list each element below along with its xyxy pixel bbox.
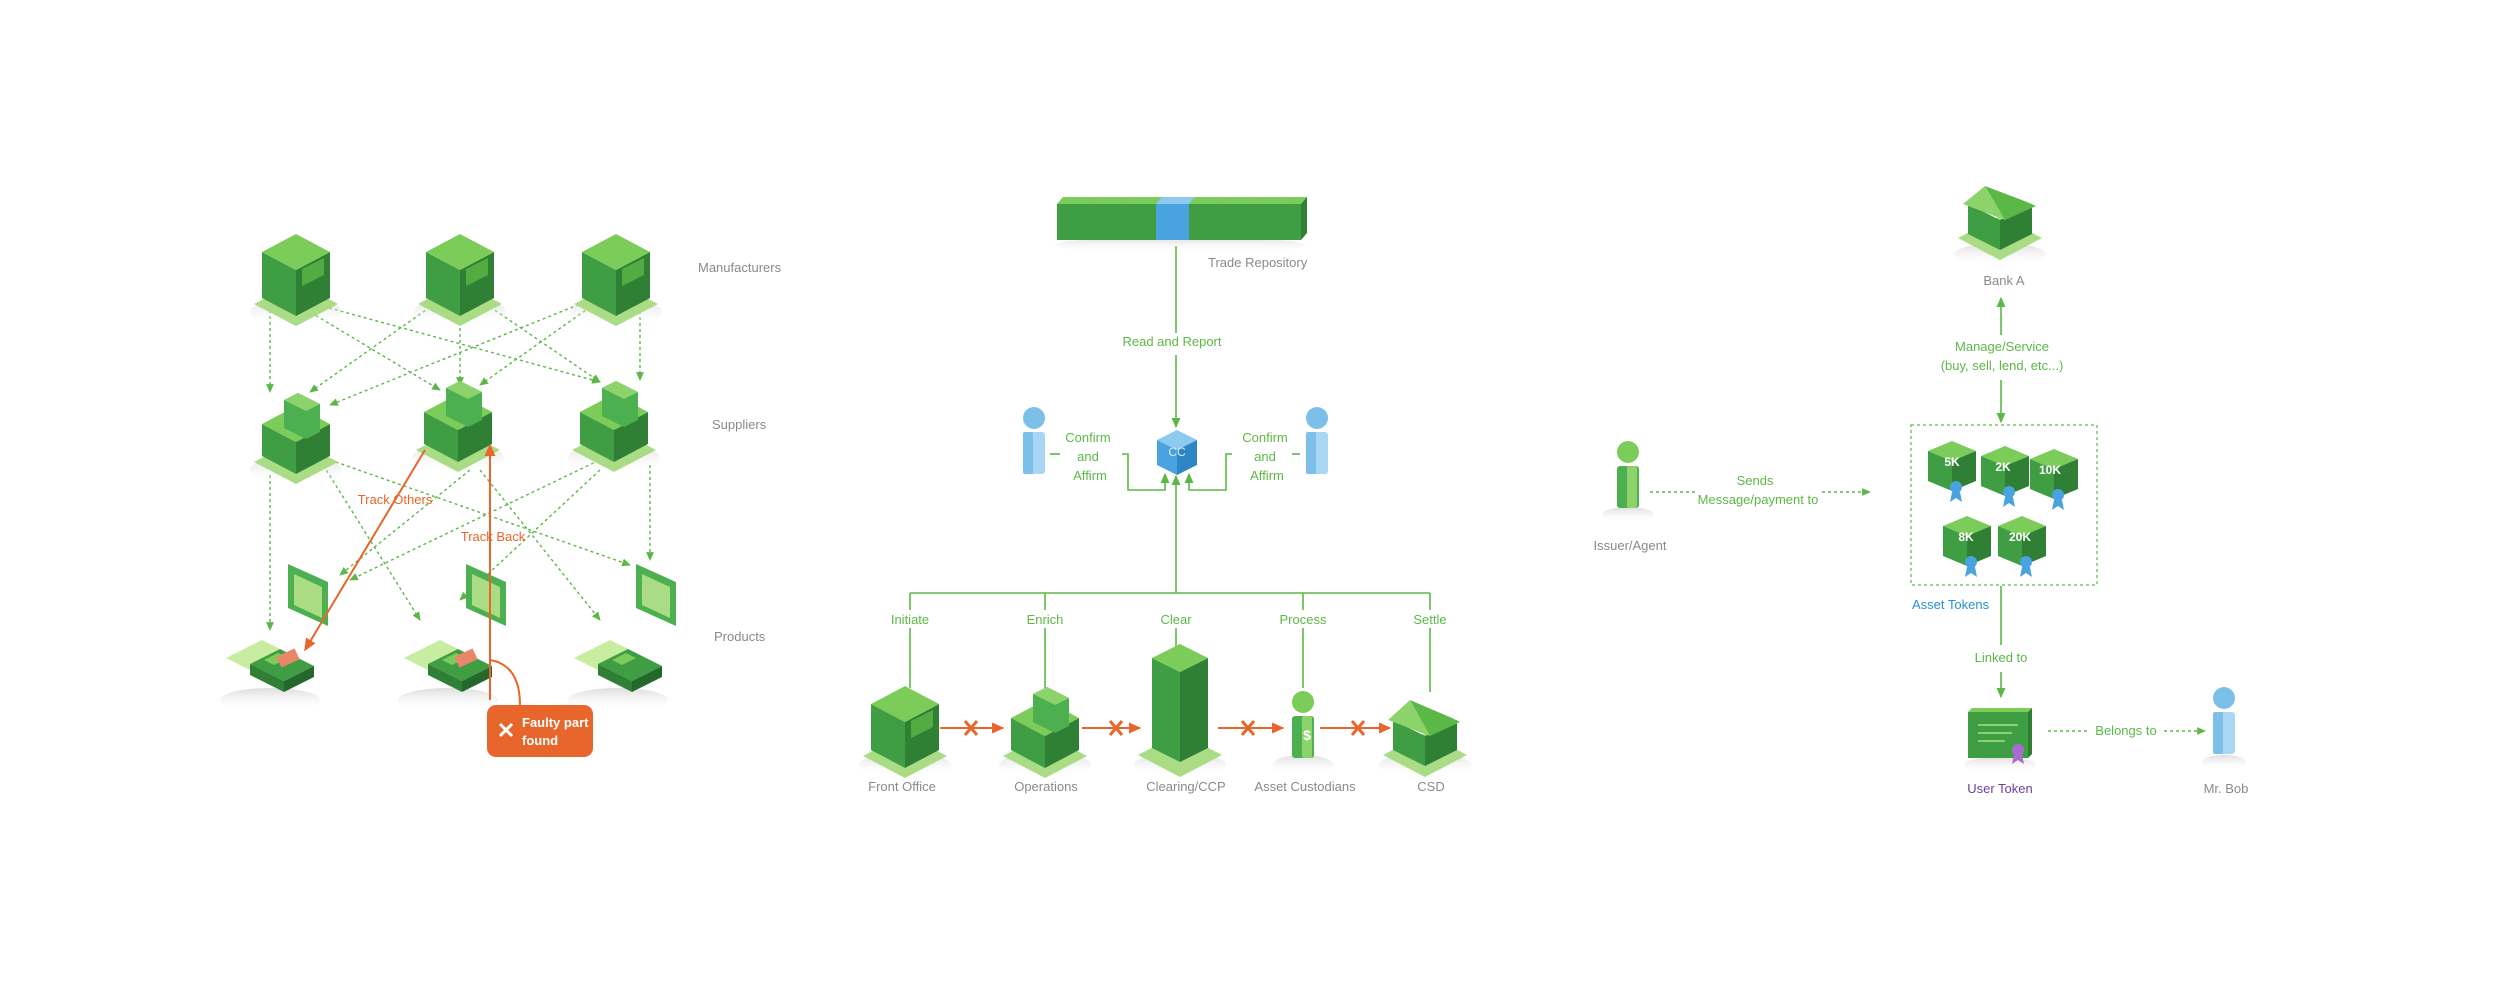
track-others-arrow — [304, 449, 426, 652]
svg-text:8K: 8K — [1958, 530, 1974, 544]
read-report-label: Read and Report — [1122, 334, 1221, 349]
belongs-label: Belongs to — [2095, 723, 2156, 738]
token-2k: 2K — [1981, 446, 2029, 507]
cc-hub-label: CC — [1168, 445, 1186, 459]
manufacturer-3 — [570, 234, 662, 326]
manufacturer-supplier-links — [266, 299, 644, 406]
linked-label: Linked to — [1975, 650, 2028, 665]
step-initiate: Initiate — [891, 612, 929, 627]
close-icon — [1240, 720, 1256, 736]
supplier-3 — [568, 381, 660, 472]
manage-label-2: (buy, sell, lend, etc...) — [1941, 358, 2064, 373]
tier-label-products: Products — [714, 629, 766, 644]
person-right — [1306, 407, 1328, 474]
tier-label-manufacturers: Manufacturers — [698, 260, 782, 275]
supplier-1 — [250, 393, 342, 484]
product-2 — [398, 564, 506, 712]
entity-label-front-office: Front Office — [868, 779, 936, 794]
entity-operations — [999, 687, 1091, 778]
issuer-person — [1602, 441, 1654, 523]
manage-label-1: Manage/Service — [1955, 339, 2049, 354]
entity-front-office — [859, 686, 951, 778]
trade-lifecycle-section: Trade Repository Read and Report CC Conf… — [859, 197, 1471, 794]
person-left — [1023, 407, 1045, 474]
token-20k: 20K — [1998, 516, 2046, 577]
entity-csd — [1379, 700, 1471, 777]
track-back-tail — [489, 659, 521, 706]
step-clear: Clear — [1160, 612, 1192, 627]
confirm-right-3: Affirm — [1250, 468, 1284, 483]
token-5k: 5K — [1928, 441, 1976, 502]
entity-asset-custodians: $ — [1273, 691, 1333, 775]
step-process: Process — [1280, 612, 1327, 627]
owner-label: Mr. Bob — [2204, 781, 2249, 796]
close-icon — [498, 722, 514, 738]
faulty-part-marker — [276, 648, 300, 668]
seal-icon — [2012, 744, 2024, 756]
step-settle: Settle — [1413, 612, 1446, 627]
product-1 — [220, 564, 328, 712]
confirm-left-2: and — [1077, 449, 1099, 464]
confirm-left-connector — [1122, 453, 1170, 491]
track-others-label: Track Others — [358, 492, 433, 507]
confirm-left-3: Affirm — [1073, 468, 1107, 483]
token-10k: 10K — [2030, 449, 2078, 510]
manufacturer-1 — [250, 234, 342, 326]
fault-label-line1: Faulty part — [522, 715, 589, 730]
manufacturer-2 — [414, 234, 506, 326]
sends-label-1: Sends — [1737, 473, 1774, 488]
bank-label: Bank A — [1983, 273, 2025, 288]
issuer-label: Issuer/Agent — [1594, 538, 1667, 553]
svg-text:10K: 10K — [2039, 463, 2061, 477]
bus-drops — [909, 593, 1431, 692]
blocked-flow-arrows — [940, 720, 1392, 736]
owner-person — [2202, 687, 2246, 769]
step-enrich: Enrich — [1027, 612, 1064, 627]
close-icon — [1108, 720, 1124, 736]
track-back-label: Track Back — [461, 529, 526, 544]
user-token-document — [1964, 708, 2036, 773]
tokenization-section: Bank A Manage/Service (buy, sell, lend, … — [1594, 186, 2249, 796]
faulty-part-callout: Faulty part found — [487, 705, 593, 757]
entity-label-csd: CSD — [1417, 779, 1444, 794]
confirm-right-2: and — [1254, 449, 1276, 464]
entity-label-operations: Operations — [1014, 779, 1078, 794]
tier-label-suppliers: Suppliers — [712, 417, 767, 432]
product-3 — [568, 564, 676, 712]
faulty-part-marker — [454, 648, 478, 668]
entity-label-clearing: Clearing/CCP — [1146, 779, 1225, 794]
confirm-right-connector — [1184, 453, 1232, 491]
asset-tokens-box — [1910, 424, 2098, 586]
confirm-left-1: Confirm — [1065, 430, 1111, 445]
trade-repository — [1055, 197, 1307, 253]
close-icon — [1350, 720, 1366, 736]
supplier-product-links — [266, 454, 654, 631]
close-icon — [963, 720, 979, 736]
supplier-2 — [412, 381, 504, 472]
entity-clearing-ccp — [1134, 644, 1226, 777]
user-token-label: User Token — [1967, 781, 2033, 796]
supply-chain-section: Track Others Track Back Faulty part foun… — [220, 234, 782, 757]
entity-label-custodians: Asset Custodians — [1254, 779, 1356, 794]
svg-text:20K: 20K — [2009, 530, 2031, 544]
svg-text:5K: 5K — [1944, 455, 1960, 469]
token-8k: 8K — [1943, 516, 1991, 577]
cc-hub: CC — [1157, 430, 1197, 475]
trade-repository-label: Trade Repository — [1208, 255, 1308, 270]
svg-text:$: $ — [1303, 727, 1311, 743]
sends-label-2: Message/payment to — [1698, 492, 1819, 507]
asset-tokens-label: Asset Tokens — [1912, 597, 1990, 612]
confirm-right-1: Confirm — [1242, 430, 1288, 445]
svg-text:2K: 2K — [1995, 460, 2011, 474]
fault-label-line2: found — [522, 733, 558, 748]
bank-building — [1954, 186, 2046, 267]
